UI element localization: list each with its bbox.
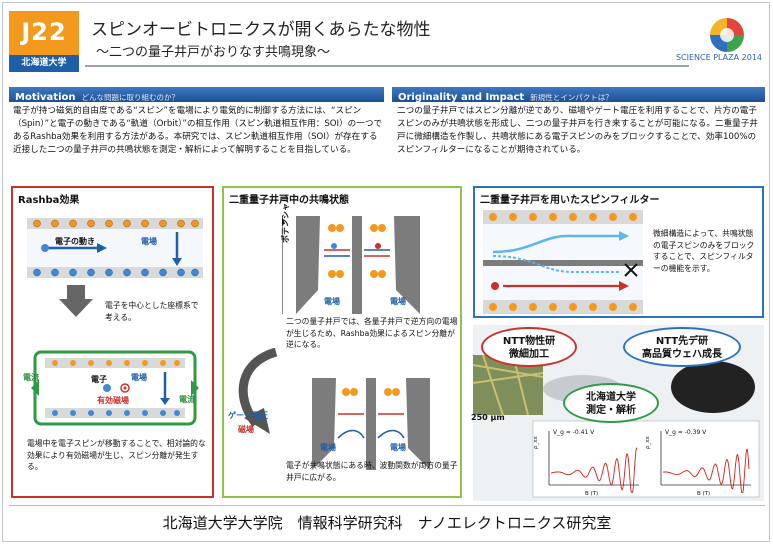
curved-arrow-icon	[238, 348, 278, 434]
page-title: スピンオービトロニクスが開くあらたな物性	[91, 20, 431, 40]
dqw-caption-1: 二つの量子井戸では、各量子井戸で逆方向の電場が生じるため、Rashba効果による…	[286, 317, 458, 349]
motivation-heading-sub: どんな問題に取り組むのか？	[81, 93, 180, 102]
footer-divider	[9, 505, 765, 506]
rashba-field-label: 電場	[141, 237, 157, 246]
dqw-title: 二重量子井戸中の共鳴状態	[229, 195, 349, 206]
gate-voltage-label: ゲート電圧	[228, 411, 268, 420]
collaboration-area: NTT物性研 微細加工 NTT先デ研 高品質ウェハ成長 北海道大学 測定・解析 …	[471, 325, 764, 501]
down-arrow-icon	[59, 285, 93, 317]
dqw-field-label-3: 電場	[320, 443, 336, 452]
field-label-2: 電場	[131, 373, 147, 382]
spin-filter-caption: 微細構造によって、共鳴状態の電子スピンのみをブロックすることで、スピンフィルター…	[653, 229, 755, 273]
electron-label: 電子	[91, 375, 107, 384]
rashba-caption-1: 電子を中心とした座標系で考える。	[105, 301, 199, 322]
rashba-panel: Rashba効果 電子の動き 電場 電子を中心とした座標系で考える。	[11, 186, 214, 498]
magnetoresistance-plot-1	[548, 431, 639, 493]
dqw-caption-2: 電子が共鳴状態にある時、波動関数が両方の量子井戸に広がる。	[286, 461, 458, 482]
scale-bar-label: 250 μm	[471, 413, 505, 422]
current-label-right: 電流	[179, 395, 195, 404]
dqw-field-label-left: 電場	[324, 297, 340, 306]
ntt-advanced-tech-bubble: NTT先デ研 高品質ウェハ成長	[623, 327, 741, 367]
poster-id-badge: J22 北海道大学	[9, 11, 79, 72]
rashba-title: Rashba効果	[18, 195, 80, 206]
potential-axis-label: ポテンシャル	[281, 195, 290, 243]
motivation-text: 電子が持つ磁気的自由度である“スピン”を電場により電気的に制御する方法には、“ス…	[13, 106, 383, 155]
spin-filter-panel: 二重量子井戸を用いたスピンフィルター 微細構造によって、共鳴状態の電子スピンのみ…	[473, 186, 764, 318]
rashba-caption-2: 電場中を電子スピンが移動することで、相対論的な効果により有効磁場が生じ、スピン分…	[27, 439, 206, 471]
motivation-bar: Motivation どんな問題に取り組むのか？	[9, 87, 384, 103]
ntt-basic-research-bubble: NTT物性研 微細加工	[481, 327, 577, 367]
effective-field-label: 有効磁場	[97, 396, 129, 405]
page-subtitle: 〜二つの量子井戸がおりなす共鳴現象〜	[96, 45, 331, 60]
plot1-label: V_g = -0.41 V	[553, 429, 595, 436]
poster-id: J22	[21, 18, 67, 46]
device-photo-background	[473, 325, 764, 501]
plot1-y-axis-label: ρ_xx	[533, 436, 539, 449]
originality-heading-sub: 新規性とインパクトは？	[530, 93, 613, 102]
rashba-effective-field-diagram	[31, 350, 199, 426]
plot2-label: V_g = -0.39 V	[665, 429, 707, 436]
originality-bar: Originality and Impact 新規性とインパクトは？	[392, 87, 765, 103]
dqw-field-label-right: 電場	[390, 297, 406, 306]
plot2-y-axis-label: ρ_xx	[645, 436, 651, 449]
dqw-potential-diagram	[282, 216, 420, 314]
current-label-left: 電流	[23, 373, 39, 382]
plot2-x-axis-label: B (T)	[697, 491, 711, 497]
dqw-panel: 二重量子井戸中の共鳴状態 ポテンシャル 電場 電場 二つの量子井戸では、各量子井…	[222, 186, 462, 498]
rashba-channel-diagram	[27, 218, 203, 278]
rashba-motion-label: 電子の動き	[55, 237, 95, 246]
magnetic-field-label: 磁場	[238, 425, 254, 434]
dqw-resonance-diagram	[312, 378, 430, 470]
originality-text: 二つの量子井戸ではスピン分離が逆であり、磁場やゲート電圧を利用することで、片方の…	[397, 106, 758, 155]
plot1-x-axis-label: B (T)	[585, 491, 599, 497]
dqw-field-label-4: 電場	[390, 443, 406, 452]
footer-affiliation: 北海道大学大学院 情報科学研究科 ナノエレクトロニクス研究室	[162, 514, 612, 532]
science-plaza-text: SCIENCE PLAZA 2014	[675, 53, 763, 62]
spin-filter-diagram	[483, 210, 643, 314]
header-divider	[85, 65, 689, 67]
hokudai-bubble: 北海道大学 測定・解析	[563, 383, 659, 423]
science-plaza-logo-icon	[710, 18, 744, 52]
university-tag: 北海道大学	[9, 55, 79, 72]
spin-filter-title: 二重量子井戸を用いたスピンフィルター	[480, 195, 660, 206]
motivation-heading: Motivation	[15, 92, 76, 103]
originality-heading: Originality and Impact	[398, 92, 525, 103]
magnetoresistance-plot-2	[660, 431, 751, 493]
